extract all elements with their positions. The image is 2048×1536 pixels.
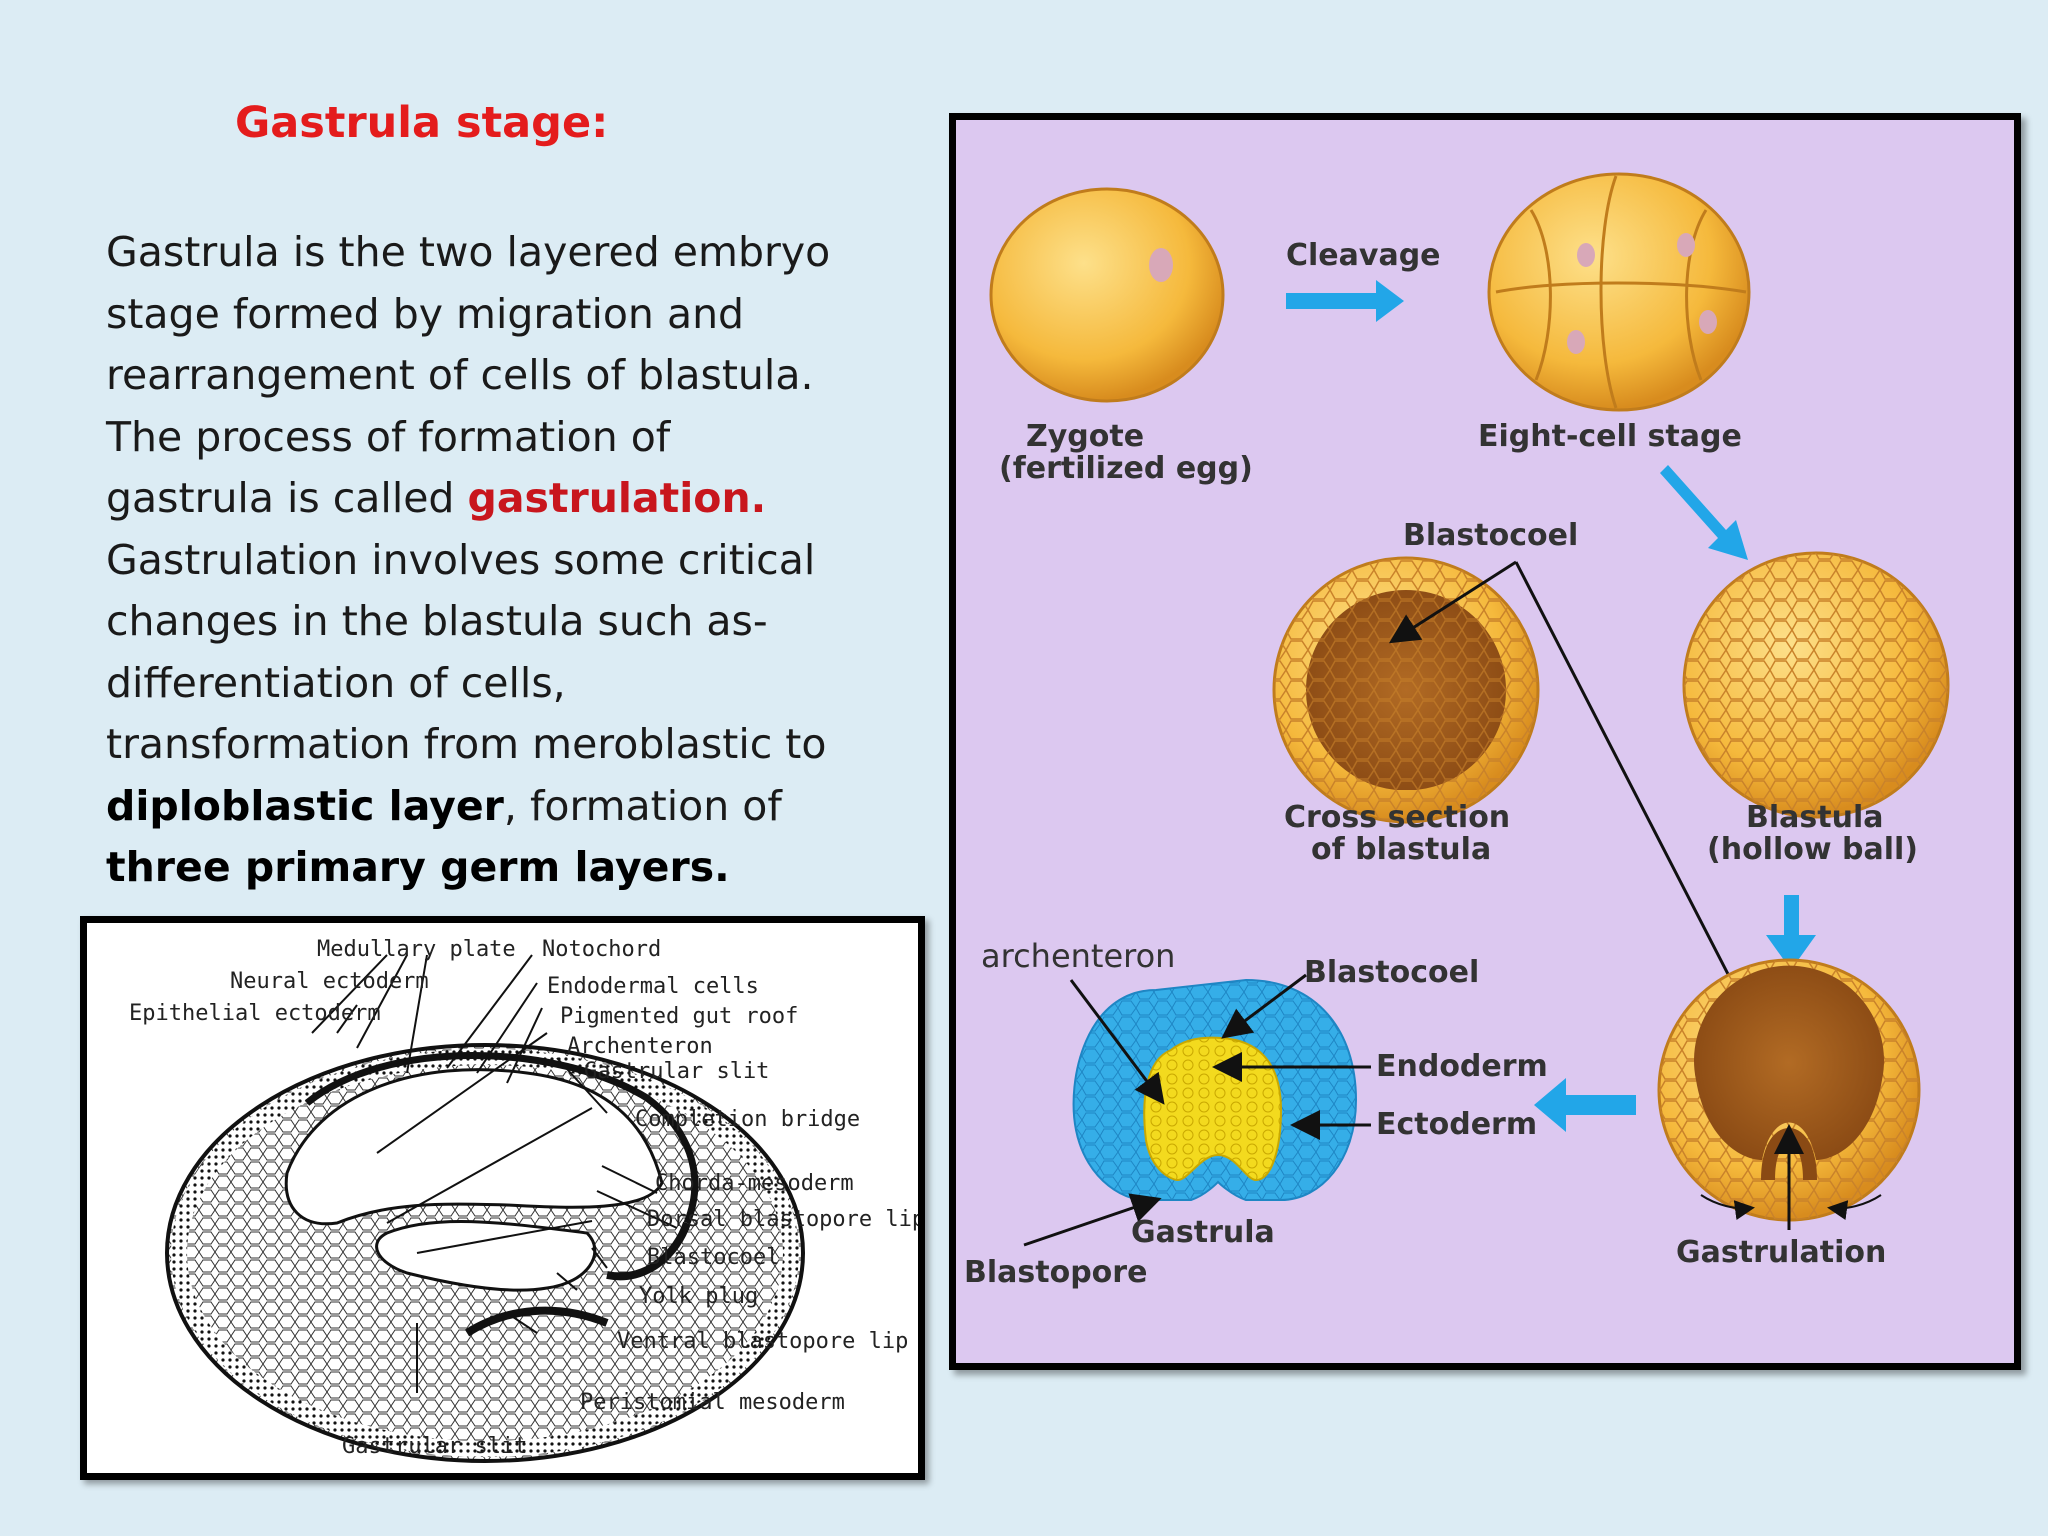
label-completion-bridge: Completion bridge bbox=[635, 1107, 860, 1132]
blastocoel-pointer-2 bbox=[1514, 561, 1769, 1054]
gastrula-section-svg: Medullary plate Notochord Neural ectoder… bbox=[129, 937, 918, 1463]
blastocoel-cavity bbox=[375, 1219, 597, 1292]
label-gastrula: Gastrula bbox=[1131, 1215, 1275, 1250]
pointer-archenteron bbox=[1069, 979, 1165, 1105]
label-gastrular-slit-bottom: Gastrular slit bbox=[342, 1434, 527, 1459]
dorsal-lip bbox=[606, 1221, 691, 1281]
cross-section-blastula bbox=[1272, 556, 1540, 824]
label-gastrulation: Gastrulation bbox=[1676, 1235, 1886, 1270]
label-pigmented-gut-roof: Pigmented gut roof bbox=[560, 1004, 798, 1029]
germ-layers-bold: three primary germ layers. bbox=[106, 843, 730, 891]
label-gastrular-slit-top: Gastrular slit bbox=[584, 1059, 769, 1084]
gastrulation-embryo bbox=[1657, 958, 1921, 1230]
down-arrow bbox=[1766, 895, 1816, 970]
label-eight-cell: Eight-cell stage bbox=[1478, 419, 1742, 454]
label-archenteron: archenteron bbox=[981, 937, 1175, 975]
pointer-blastopore bbox=[1023, 1193, 1162, 1247]
zygote-nucleus bbox=[1149, 248, 1173, 282]
label-of-blastula: of blastula bbox=[1311, 832, 1491, 867]
eight-cell-embryo bbox=[1487, 172, 1751, 412]
ventral-lip bbox=[464, 1306, 609, 1337]
label-endodermal-cells: Endodermal cells bbox=[547, 974, 759, 999]
label-blastocoel: Blastocoel bbox=[647, 1245, 779, 1270]
gastrula-section-figure: Medullary plate Notochord Neural ectoder… bbox=[80, 916, 925, 1480]
cleavage-arrow bbox=[1286, 280, 1404, 322]
label-ventral-blastopore-lip: Ventral blastopore lip bbox=[617, 1329, 908, 1354]
label-blastocoel-mid: Blastocoel bbox=[1304, 955, 1479, 990]
body-paragraph: Gastrula is the two layered embryo stage… bbox=[106, 222, 846, 899]
archenteron-cavity bbox=[284, 1068, 664, 1226]
blastula-hollow-ball bbox=[1682, 551, 1950, 819]
label-medullary-plate: Medullary plate bbox=[317, 937, 516, 962]
development-stages-svg: Cleavage Zygote (fertilized egg) Eight-c… bbox=[964, 172, 1950, 1290]
paragraph-text-2: Gastrulation involves some critical chan… bbox=[106, 535, 827, 769]
label-dorsal-blastopore-lip: Dorsal blastopore lip bbox=[647, 1207, 918, 1232]
label-peristomial-mesoderm: Peristomial mesoderm bbox=[580, 1390, 845, 1415]
curl-arrow-left bbox=[1700, 1194, 1755, 1221]
gut-roof bbox=[304, 1052, 699, 1225]
zygote-egg bbox=[989, 187, 1225, 403]
to-blastula-arrow bbox=[1660, 465, 1748, 560]
label-cleavage: Cleavage bbox=[1286, 238, 1441, 273]
label-ectoderm: Ectoderm bbox=[1376, 1107, 1537, 1142]
label-blastopore: Blastopore bbox=[964, 1255, 1147, 1290]
curl-arrow-right bbox=[1827, 1194, 1882, 1221]
paragraph-text-3: , formation of bbox=[503, 781, 782, 830]
label-hollow-ball: (hollow ball) bbox=[1707, 832, 1918, 867]
paragraph-text-1: Gastrula is the two layered embryo stage… bbox=[106, 228, 831, 522]
label-neural-ectoderm: Neural ectoderm bbox=[230, 969, 429, 994]
label-fertilized-egg: (fertilized egg) bbox=[999, 451, 1253, 486]
diploblastic-bold: diploblastic layer bbox=[106, 781, 504, 830]
label-yolk-plug: Yolk plug bbox=[639, 1284, 758, 1309]
gastrulation-highlight: gastrulation. bbox=[467, 474, 767, 522]
development-stages-figure: Cleavage Zygote (fertilized egg) Eight-c… bbox=[949, 113, 2021, 1370]
label-blastula: Blastula bbox=[1746, 800, 1883, 835]
label-zygote: Zygote bbox=[1026, 419, 1144, 454]
label-archenteron: Archenteron bbox=[567, 1034, 713, 1059]
left-arrow bbox=[1534, 1078, 1636, 1132]
label-cross-section: Cross section bbox=[1284, 800, 1510, 835]
gastrula-embryo bbox=[1072, 978, 1358, 1202]
label-epithelial-ectoderm: Epithelial ectoderm bbox=[129, 1001, 381, 1026]
label-chorda-mesoderm: Chorda-mesoderm bbox=[655, 1171, 854, 1196]
leader-lines bbox=[311, 954, 678, 1393]
label-notochord: Notochord bbox=[542, 937, 661, 962]
label-blastocoel-top: Blastocoel bbox=[1403, 518, 1578, 553]
blastocoel-pointer-1 bbox=[1388, 560, 1517, 644]
label-endoderm: Endoderm bbox=[1376, 1049, 1548, 1084]
slide-heading: Gastrula stage: bbox=[235, 98, 609, 148]
pointer-blastocoel-mid bbox=[1221, 973, 1307, 1039]
